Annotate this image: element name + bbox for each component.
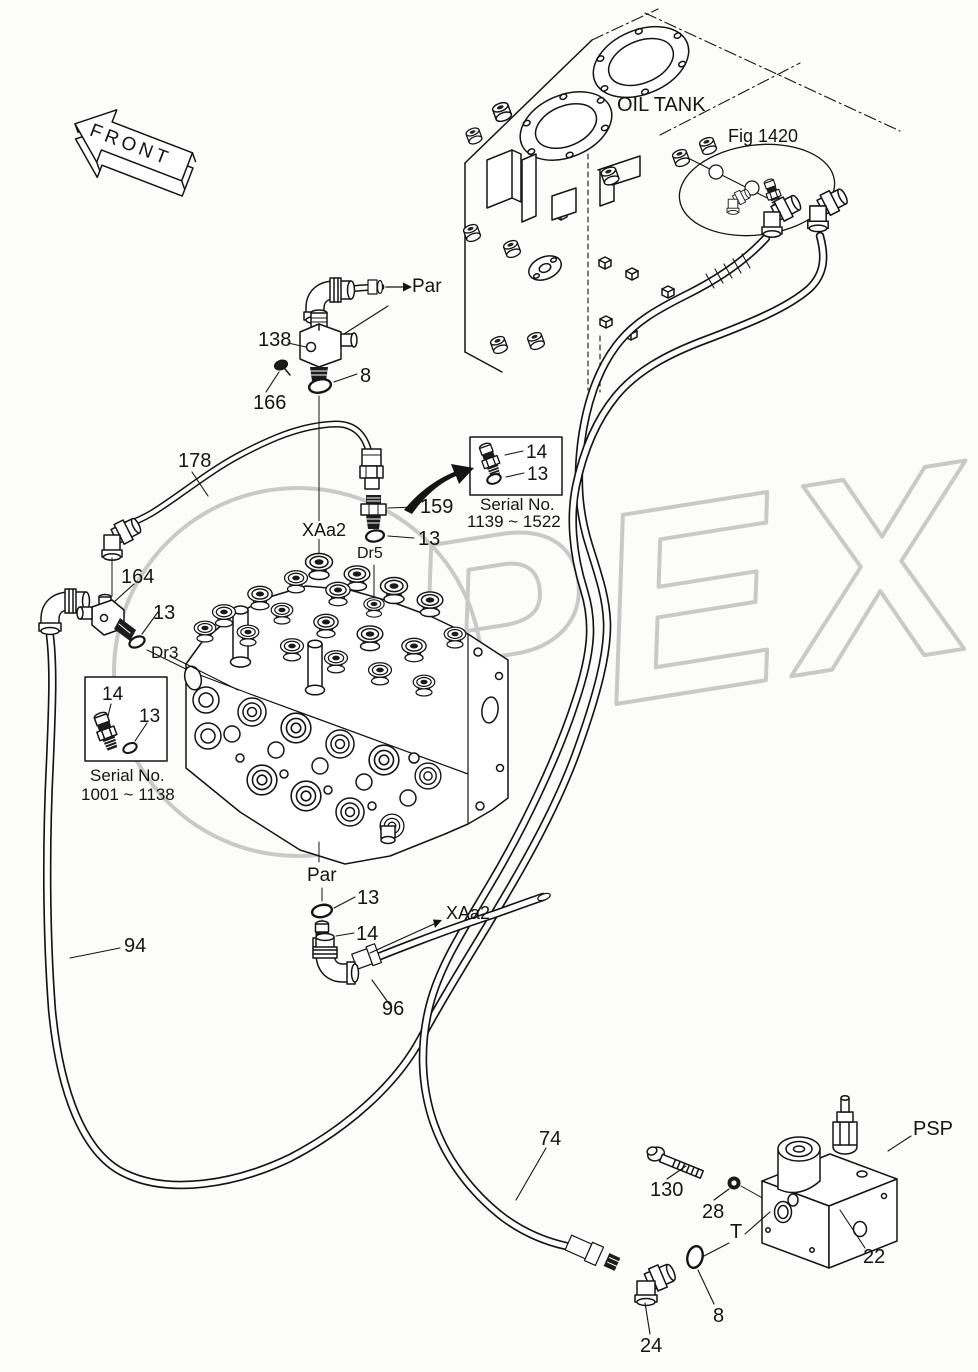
label-n159: 159 (420, 496, 454, 518)
oil-tank-drawing (461, 8, 901, 393)
label-xaa2-top: XAa2 (301, 520, 348, 540)
label-n94: 94 (124, 935, 147, 957)
elbow-24 (634, 1263, 676, 1307)
label-dr3: Dr3 (151, 643, 179, 662)
label-n13-c: 13 (153, 602, 176, 624)
tank-flange-2 (519, 91, 613, 161)
label-serial1-line2: 1139 ~ 1522 (467, 512, 561, 531)
tank-flange-1 (592, 25, 690, 99)
hose-94 (42, 233, 771, 1190)
par-top-assembly (273, 277, 412, 557)
label-n130: 130 (650, 1179, 684, 1201)
label-serial2-line1: Serial No. (90, 766, 165, 785)
label-n22: 22 (863, 1246, 886, 1268)
plug-166 (273, 359, 291, 376)
label-n96: 96 (382, 998, 405, 1020)
fig-1420-detail (670, 135, 836, 237)
label-n13-d: 13 (357, 887, 380, 909)
hose-74 (418, 231, 828, 1251)
hose-96 (345, 892, 551, 973)
label-n14-box1: 14 (526, 442, 548, 463)
tee-164-group (38, 557, 191, 672)
label-n74: 74 (539, 1128, 562, 1150)
fitting-159-group (359, 448, 387, 599)
label-serial1-line1: Serial No. (480, 495, 555, 514)
label-n13-box1: 13 (527, 464, 549, 485)
bolt-130 (646, 1146, 705, 1179)
label-t-port: T (730, 1221, 743, 1243)
par-bottom-assembly (310, 887, 551, 1006)
label-n8-top: 8 (360, 365, 372, 387)
label-n164: 164 (121, 566, 155, 588)
serial-box-1001-1138 (84, 676, 168, 762)
label-par-bottom: Par (307, 865, 337, 886)
label-serial2-line2: 1001 ~ 1138 (81, 785, 175, 804)
tee-fitting-138 (299, 309, 358, 381)
label-psp: PSP (913, 1118, 954, 1140)
label-n24: 24 (640, 1335, 663, 1357)
label-dr5: Dr5 (357, 545, 383, 562)
label-n178: 178 (178, 450, 212, 472)
label-n14-box2: 14 (102, 684, 124, 705)
oring-8-bottom (686, 1244, 704, 1270)
leader-lines (69, 342, 912, 1335)
label-fig-1420: Fig 1420 (728, 126, 799, 146)
label-n13-a: 13 (418, 528, 441, 550)
label-n8-bottom: 8 (713, 1305, 725, 1327)
control-valve-drawing (183, 552, 509, 865)
label-n28: 28 (702, 1201, 725, 1223)
serial-box-1139-1522 (404, 436, 563, 514)
oring-8-top (307, 378, 333, 394)
psp-valve-drawing (564, 1095, 898, 1307)
label-front: FRONT (86, 120, 175, 171)
label-xaa2-bottom: XAa2 (446, 903, 491, 923)
front-arrow (74, 109, 197, 197)
hose-178 (121, 420, 373, 529)
label-par-top: Par (412, 276, 442, 297)
label-n14-d: 14 (356, 923, 379, 945)
label-n166: 166 (253, 392, 287, 414)
label-n13-box2: 13 (139, 706, 161, 727)
label-oil-tank: OIL TANK (617, 94, 706, 116)
label-n138: 138 (258, 329, 292, 351)
